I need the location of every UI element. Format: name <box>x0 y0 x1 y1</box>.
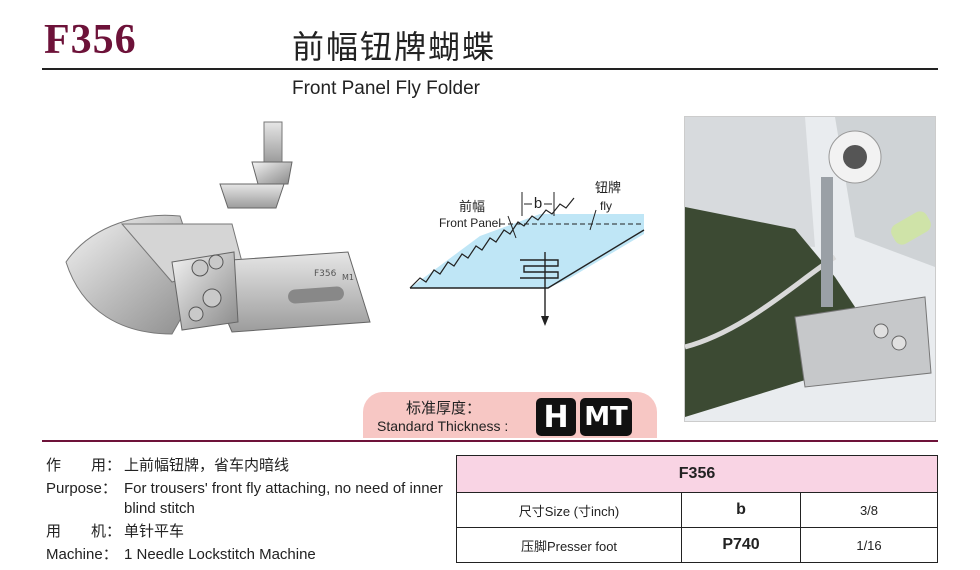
front-panel-label-en: Front Panel <box>439 216 501 230</box>
purpose-text-cn: 上前幅钮牌，省车内暗线 <box>124 457 290 474</box>
spec-table-header: F356 <box>456 455 938 493</box>
page-title-chinese: 前幅钮牌蝴蝶 <box>292 28 497 66</box>
presser-foot-value-cell: 1/16 <box>800 527 938 563</box>
size-label-cell: 尺寸Size (寸inch) <box>456 492 682 528</box>
page-title-english: Front Panel Fly Folder <box>292 78 480 99</box>
model-number: F356 <box>44 17 137 63</box>
folder-product-image: F356 M1 <box>65 121 371 335</box>
table-row: 尺寸Size (寸inch) b 3/8 <box>456 492 938 528</box>
presser-foot-code-cell: P740 <box>681 527 801 563</box>
spec-table-header-row: F356 <box>456 455 938 493</box>
thickness-badge-mt: MT <box>580 398 632 436</box>
purpose-label-cn: 作 用： <box>46 457 122 474</box>
thickness-badge-h: H <box>536 398 576 436</box>
section-divider <box>42 440 938 442</box>
machine-label-en: Machine： <box>46 546 118 563</box>
fly-label-en: fly <box>600 199 612 213</box>
purpose-label-en: Purpose： <box>46 480 117 497</box>
purpose-text-en: For trousers' front fly attaching, no ne… <box>124 480 443 517</box>
plate-engraving-code: M1 <box>342 273 354 282</box>
size-code-cell: b <box>681 492 801 528</box>
machine-label-cn: 用 机： <box>46 523 122 540</box>
fly-label-cn: 钮牌 <box>595 180 621 196</box>
folding-diagram: b 前幅 Front Panel 钮牌 fly <box>409 180 645 326</box>
presser-foot-label-cell: 压脚Presser foot <box>456 527 682 563</box>
usage-photo <box>684 116 936 422</box>
dimension-b-label: b <box>534 195 542 212</box>
machine-text-en: 1 Needle Lockstitch Machine <box>124 546 316 563</box>
spec-table: F356 尺寸Size (寸inch) b 3/8 压脚Presser foot… <box>456 455 938 563</box>
header-divider <box>42 68 938 70</box>
front-panel-label-cn: 前幅 <box>459 199 485 215</box>
plate-engraving: F356 <box>314 269 337 279</box>
machine-text-cn: 单针平车 <box>124 523 185 540</box>
size-value-cell: 3/8 <box>800 492 938 528</box>
table-row: 压脚Presser foot P740 1/16 <box>456 527 938 563</box>
standard-thickness-label-en: Standard Thickness : <box>377 418 509 434</box>
standard-thickness-label-cn: 标准厚度： <box>406 400 482 417</box>
